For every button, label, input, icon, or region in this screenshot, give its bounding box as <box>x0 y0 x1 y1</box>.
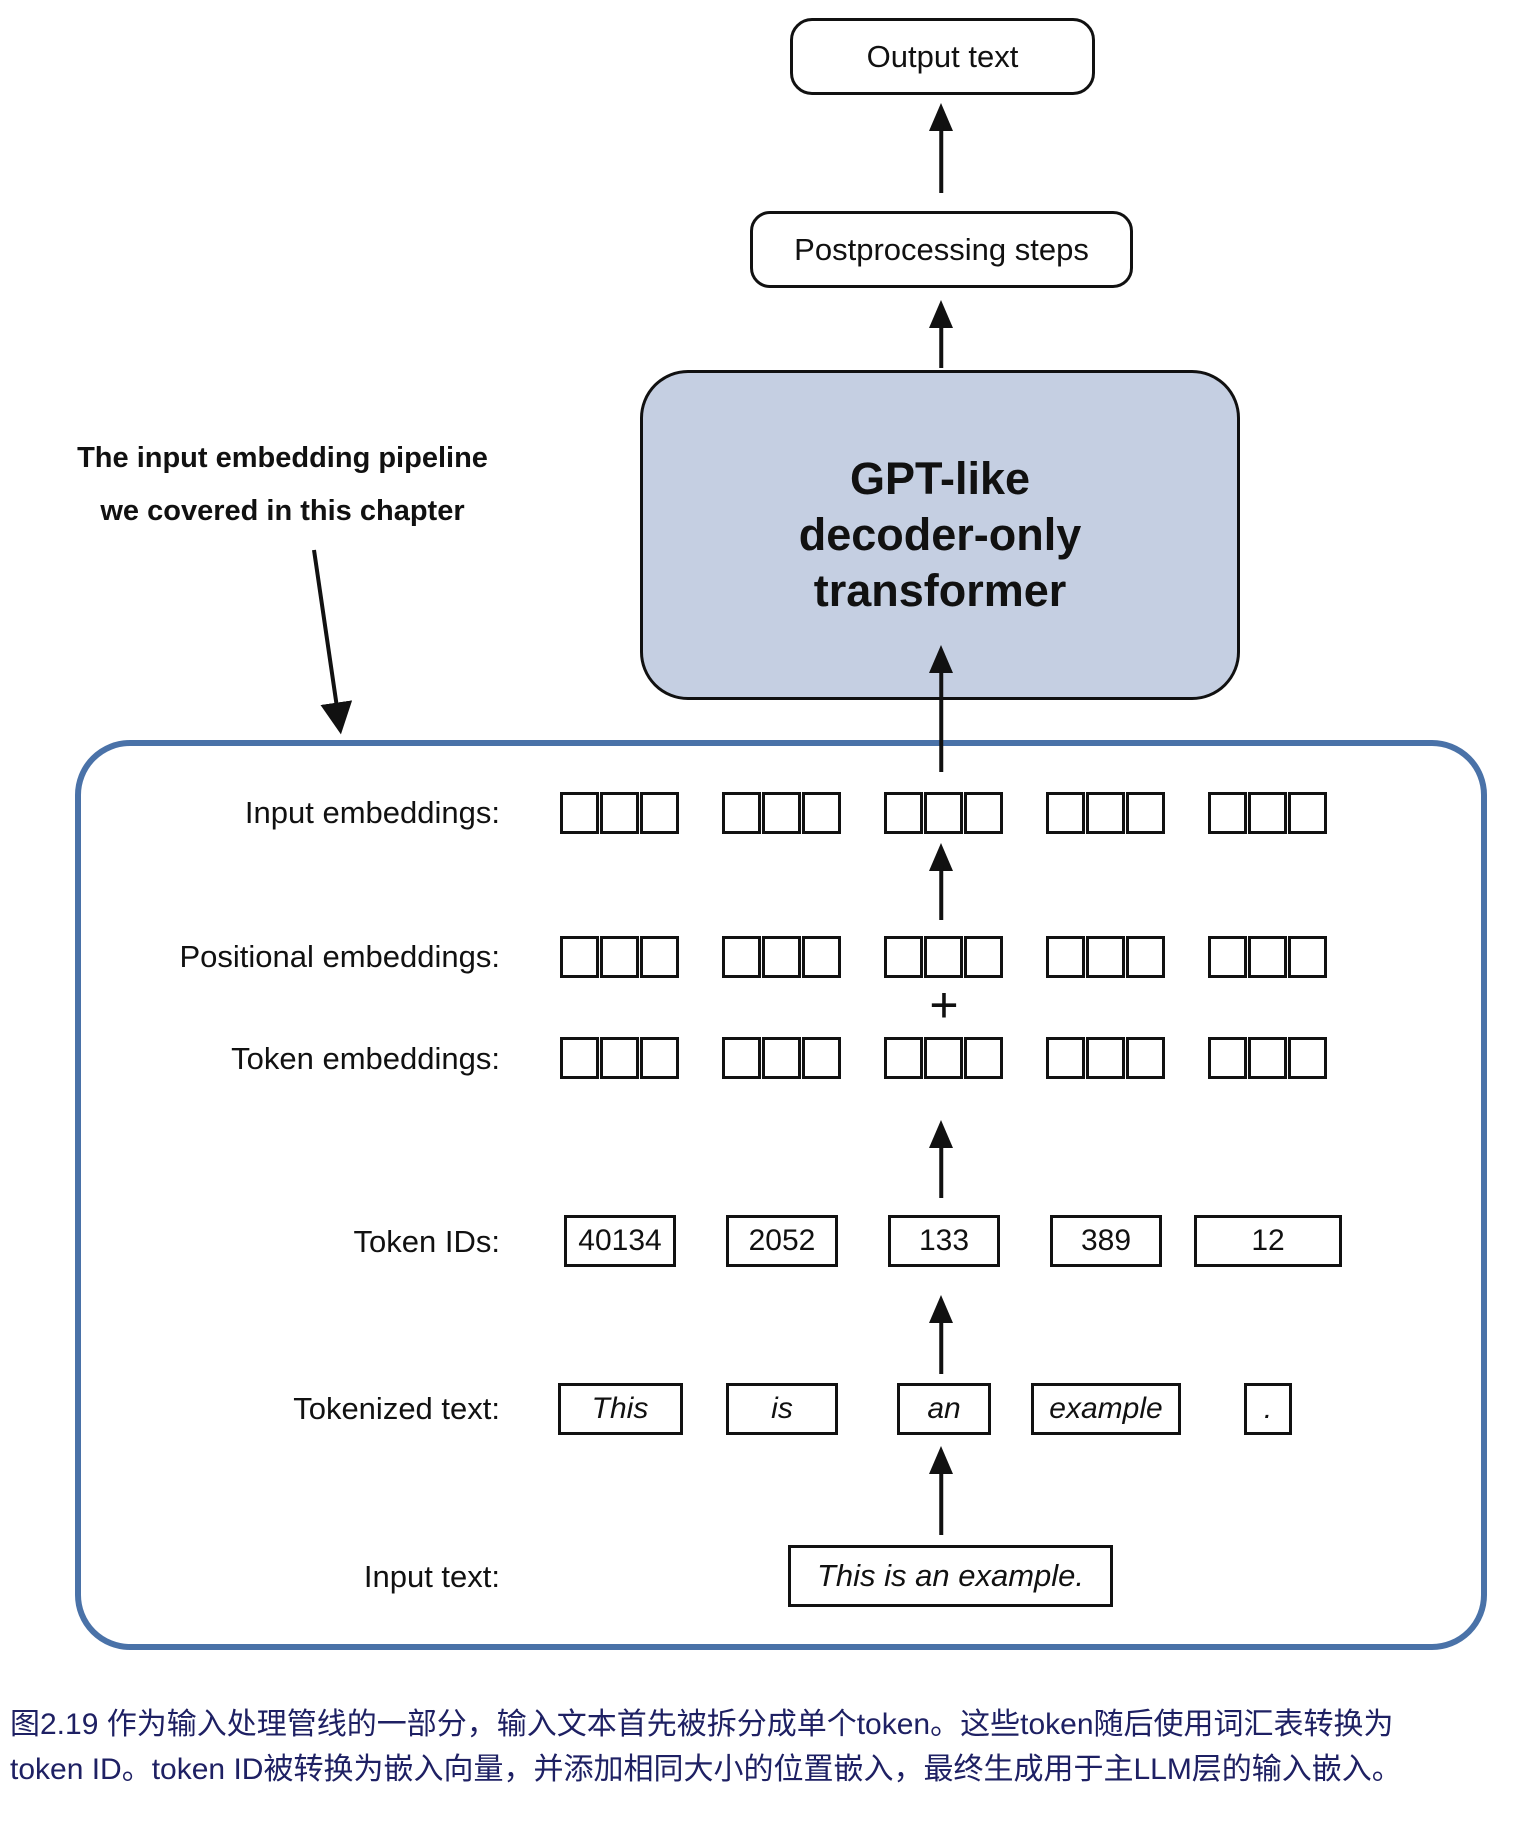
annotation-arrow-icon <box>312 549 353 735</box>
token-id-box: 133 <box>888 1215 1000 1267</box>
caption-line1: 图2.19 作为输入处理管线的一部分，输入文本首先被拆分成单个token。这些t… <box>10 1708 1394 1741</box>
arrow-up-icon <box>928 300 954 368</box>
embedding-vector <box>1046 792 1166 834</box>
arrow-up-icon <box>928 103 954 193</box>
transformer-label-line1: GPT-like <box>849 453 1031 504</box>
transformer-box: GPT-like decoder-only transformer <box>640 370 1240 700</box>
postprocessing-label: Postprocessing steps <box>794 231 1089 267</box>
embedding-vector <box>1046 1037 1166 1079</box>
embedding-vector <box>560 792 680 834</box>
transformer-label-line3: transformer <box>813 565 1067 616</box>
input-text-label: Input text: <box>363 1559 500 1594</box>
embedding-vector <box>1208 1037 1328 1079</box>
token-ids-row: 40134 2052 133 389 12 <box>539 1215 1349 1267</box>
pipeline-container <box>75 740 1487 1650</box>
token-box: . <box>1244 1383 1292 1435</box>
embedding-vector <box>560 936 680 978</box>
token-id-box: 12 <box>1194 1215 1342 1267</box>
token-id-box: 40134 <box>564 1215 676 1267</box>
input-embeddings-label: Input embeddings: <box>244 795 500 830</box>
embedding-vector <box>722 936 842 978</box>
tokenized-text-label: Tokenized text: <box>293 1391 500 1426</box>
embedding-vector <box>722 792 842 834</box>
annotation-note: The input embedding pipeline we covered … <box>60 432 505 538</box>
token-embeddings-label: Token embeddings: <box>231 1041 500 1076</box>
tokenized-text-row: This is an example . <box>539 1383 1349 1435</box>
output-text-label: Output text <box>866 38 1019 74</box>
positional-embeddings-row <box>539 936 1349 978</box>
annotation-line2: we covered in this chapter <box>100 495 465 527</box>
output-text-box: Output text <box>790 18 1095 95</box>
plus-sign: + <box>929 977 959 1033</box>
arrow-up-icon <box>928 1446 954 1535</box>
embedding-vector <box>560 1037 680 1079</box>
arrow-up-icon <box>928 1295 954 1374</box>
embedding-vector <box>1208 792 1328 834</box>
token-box: This <box>557 1383 683 1435</box>
token-id-box: 2052 <box>726 1215 838 1267</box>
annotation-line1: The input embedding pipeline <box>77 442 488 474</box>
token-ids-label: Token IDs: <box>353 1224 500 1259</box>
caption-line2: token ID。token ID被转换为嵌入向量，并添加相同大小的位置嵌入，最… <box>10 1753 1402 1786</box>
arrow-up-icon <box>928 645 954 772</box>
embedding-vector <box>1208 936 1328 978</box>
arrow-up-icon <box>928 1120 954 1198</box>
token-box: an <box>897 1383 991 1435</box>
embedding-vector <box>884 792 1004 834</box>
input-text-box: This is an example. <box>788 1545 1113 1607</box>
input-embeddings-row <box>539 792 1349 834</box>
transformer-label-line2: decoder-only <box>798 509 1082 560</box>
arrow-up-icon <box>928 843 954 920</box>
embedding-vector <box>884 1037 1004 1079</box>
figure-caption: 图2.19 作为输入处理管线的一部分，输入文本首先被拆分成单个token。这些t… <box>10 1702 1508 1792</box>
token-box: example <box>1031 1383 1181 1435</box>
token-id-box: 389 <box>1050 1215 1162 1267</box>
embedding-vector <box>884 936 1004 978</box>
positional-embeddings-label: Positional embeddings: <box>179 939 500 974</box>
token-box: is <box>726 1383 838 1435</box>
postprocessing-box: Postprocessing steps <box>750 211 1133 288</box>
embedding-vector <box>1046 936 1166 978</box>
token-embeddings-row <box>539 1037 1349 1079</box>
embedding-vector <box>722 1037 842 1079</box>
